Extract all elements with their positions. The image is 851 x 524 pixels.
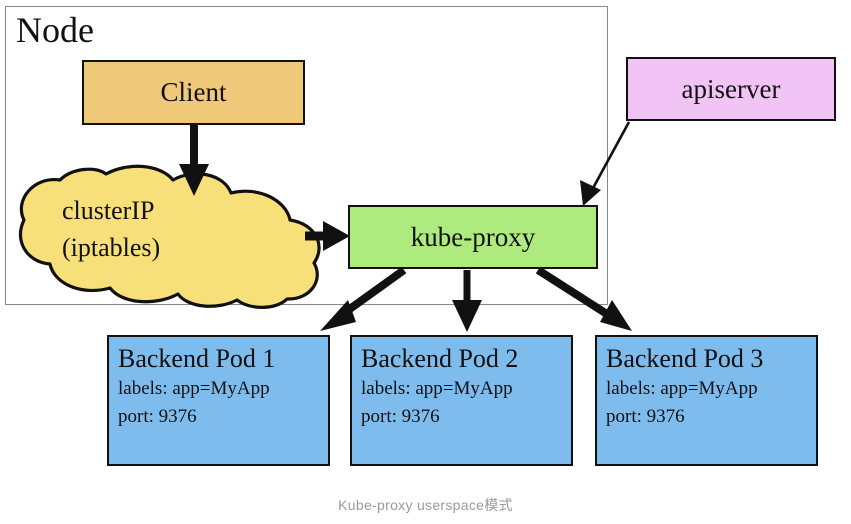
pod-port: port: 9376 [361, 406, 440, 427]
backend-pod-3[interactable]: Backend Pod 3 labels: app=MyApp port: 93… [595, 335, 818, 466]
arrow-kube-proxy-to-pod-1 [320, 266, 407, 331]
client-box[interactable]: Client [82, 60, 305, 125]
figure-caption: Kube-proxy userspace模式 [338, 497, 513, 513]
backend-pod-1[interactable]: Backend Pod 1 labels: app=MyApp port: 93… [107, 335, 330, 466]
cloud-line-1: clusterIP [62, 196, 155, 225]
pod-title: Backend Pod 2 [361, 344, 519, 373]
clusterip-cloud[interactable]: clusterIP (iptables) [10, 160, 330, 310]
pod-port: port: 9376 [606, 406, 685, 427]
pod-labels: labels: app=MyApp [606, 378, 758, 399]
client-label: Client [160, 77, 227, 107]
apiserver-label: apiserver [681, 73, 781, 104]
arrow-client-to-clusterip [179, 125, 209, 196]
kube-proxy-label: kube-proxy [410, 221, 536, 252]
node-label: Node [16, 10, 94, 50]
node-boundary [5, 6, 608, 305]
arrow-kube-proxy-to-pod-3 [535, 266, 632, 331]
apiserver-box[interactable]: apiserver [626, 57, 836, 121]
arrow-apiserver-to-kube-proxy [580, 121, 631, 206]
pod-title: Backend Pod 1 [118, 344, 276, 373]
pod-port: port: 9376 [118, 406, 197, 427]
kube-proxy-box[interactable]: kube-proxy [348, 205, 598, 269]
backend-pod-2[interactable]: Backend Pod 2 labels: app=MyApp port: 93… [350, 335, 573, 466]
arrow-kube-proxy-to-pod-2 [452, 270, 482, 332]
cloud-text: clusterIP (iptables) [62, 192, 292, 266]
arrow-clusterip-to-kube-proxy [305, 221, 350, 251]
pod-labels: labels: app=MyApp [118, 378, 270, 399]
cloud-shape [18, 164, 321, 309]
cloud-line-2: (iptables) [62, 233, 161, 262]
pod-title: Backend Pod 3 [606, 344, 764, 373]
pod-labels: labels: app=MyApp [361, 378, 513, 399]
